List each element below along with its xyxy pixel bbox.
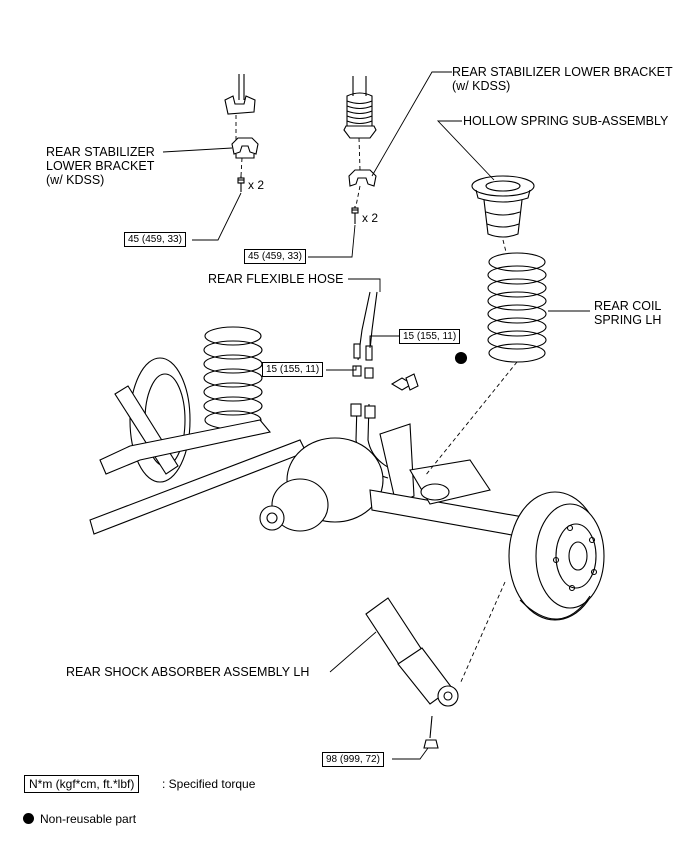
label-rear-stabilizer-lower-bracket-left: REAR STABILIZER LOWER BRACKET (w/ KDSS) — [46, 145, 155, 187]
torque-box-left-bracket-bolt: 45 (459, 33) — [124, 232, 186, 247]
shock-absorber-drawing — [365, 597, 459, 749]
dashed-guides — [235, 115, 518, 685]
label-hollow-spring-sub-assembly: HOLLOW SPRING SUB-ASSEMBLY — [463, 114, 669, 128]
torque-box-center-bracket-bolt: 45 (459, 33) — [244, 249, 306, 264]
center-stabilizer-bracket-drawing — [343, 76, 377, 224]
legend-nonreusable-text: Non-reusable part — [40, 812, 137, 826]
torque-box-hose-fitting-right: 15 (155, 11) — [399, 329, 461, 344]
legend-specified-torque-text: : Specified torque — [162, 777, 256, 791]
torque-box-hose-fitting-left: 15 (155, 11) — [262, 362, 324, 377]
left-stabilizer-bracket-drawing — [224, 74, 259, 192]
leader-lines — [162, 71, 590, 760]
label-rear-stabilizer-lower-bracket-top: REAR STABILIZER LOWER BRACKET (w/ KDSS) — [452, 65, 673, 93]
hollow-spring-drawing — [471, 175, 535, 238]
nonreusable-marker — [454, 351, 468, 365]
label-rear-flexible-hose: REAR FLEXIBLE HOSE — [208, 272, 344, 286]
legend-torque-box: N*m (kgf*cm, ft.*lbf) — [24, 775, 140, 793]
rear-axle-assembly-drawing — [89, 326, 605, 621]
quantity-mark-center-bolt: x 2 — [362, 211, 379, 225]
coil-spring-drawing — [487, 252, 547, 363]
quantity-mark-left-bolt: x 2 — [248, 178, 265, 192]
legend-nonreusable-dot-icon — [23, 813, 34, 824]
torque-box-shock-lower-bolt: 98 (999, 72) — [322, 752, 384, 767]
label-rear-coil-spring-lh: REAR COIL SPRING LH — [594, 299, 662, 327]
label-rear-shock-absorber-assembly-lh: REAR SHOCK ABSORBER ASSEMBLY LH — [66, 665, 310, 679]
